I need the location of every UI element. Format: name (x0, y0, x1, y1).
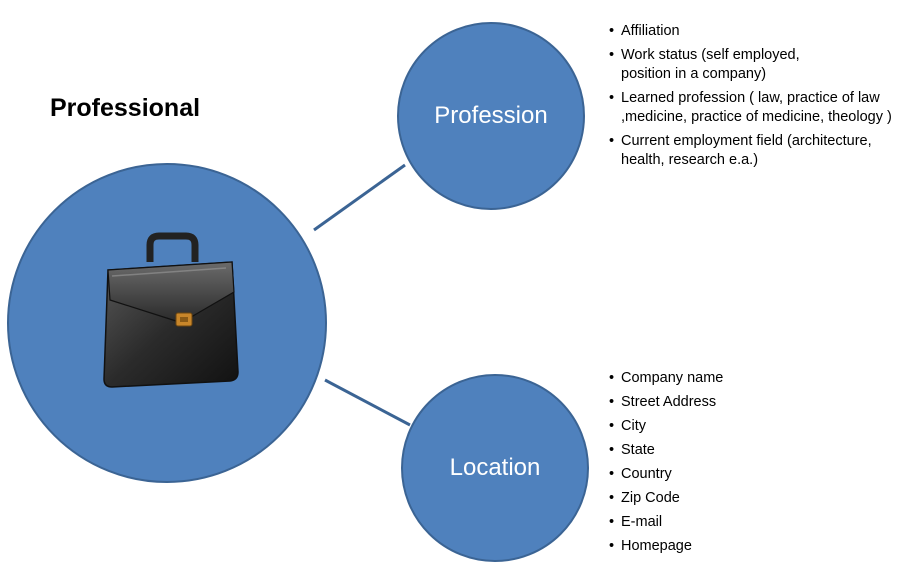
list-item: Company name (609, 369, 879, 387)
list-item: Affiliation (609, 22, 904, 41)
list-item: Learned profession ( law, practice of la… (609, 89, 893, 127)
location-details-list: Company name Street Address City State C… (609, 369, 879, 561)
profession-circle (397, 22, 585, 210)
connector-profession (313, 163, 406, 232)
list-item: Zip Code (609, 489, 879, 507)
location-circle (401, 374, 589, 562)
profession-details-list: Affiliation Work status (self employed, … (609, 22, 904, 175)
list-item: Current employment field (architecture, … (609, 132, 906, 170)
list-item: City (609, 417, 879, 435)
list-item: E-mail (609, 513, 879, 531)
list-item: State (609, 441, 879, 459)
list-item: Country (609, 465, 879, 483)
list-item: Work status (self employed, position in … (609, 46, 826, 84)
node-label-location: Location (449, 454, 541, 481)
node-label-profession: Profession (434, 102, 548, 129)
diagram-title: Professional (50, 94, 201, 122)
connector-location (324, 378, 411, 427)
list-item: Homepage (609, 537, 879, 555)
briefcase-icon (103, 232, 239, 388)
list-item: Street Address (609, 393, 879, 411)
